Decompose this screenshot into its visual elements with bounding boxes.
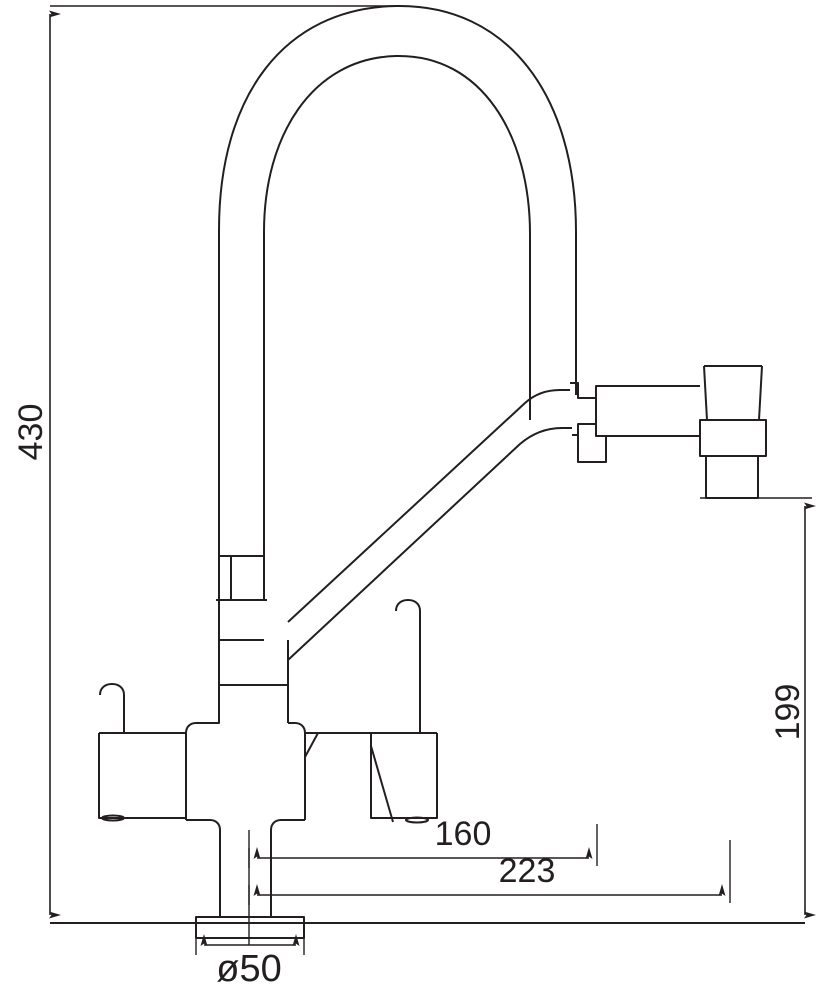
dimension-labels-group: 430 199 160 223 ø50 <box>12 404 807 988</box>
outlet-nozzle-body <box>705 456 759 499</box>
spout-arm-lower-edge <box>287 427 572 661</box>
right-collar-block <box>370 733 438 819</box>
spout-arm-upper-edge <box>287 389 570 623</box>
left-lever-handle <box>99 683 125 733</box>
dimension-label-outlet-height: 199 <box>769 684 807 741</box>
dimension-label-reach-223: 223 <box>499 852 556 890</box>
spout-hinge-block <box>577 434 607 463</box>
faucet-outline-group <box>50 4 805 939</box>
outlet-taper-right <box>758 365 763 421</box>
dimension-label-overall-height: 430 <box>12 404 50 461</box>
body-upper-left-shoulder <box>196 640 220 724</box>
gooseneck-inner-curve <box>263 54 531 600</box>
right-lever-handle <box>395 599 421 733</box>
gooseneck-base-sleeve <box>218 600 264 641</box>
dimension-label-reach-160: 160 <box>435 815 492 853</box>
dimension-lines-group <box>49 5 816 955</box>
right-collar-cap <box>405 816 429 824</box>
gooseneck-outer-curve <box>218 4 577 600</box>
gooseneck-collar-sides <box>230 556 265 600</box>
dimension-label-base-diameter: ø50 <box>216 948 281 988</box>
right-collar-bevel <box>370 745 394 823</box>
mounting-base-plate <box>195 916 305 939</box>
spout-hinge-top <box>570 382 700 399</box>
body-right-flank <box>288 722 306 820</box>
stem-right-edge <box>270 819 305 917</box>
body-left-flank <box>185 722 197 820</box>
left-collar-cap <box>101 814 125 822</box>
outlet-taper-left <box>703 365 708 421</box>
right-shoulder-bevel <box>304 732 319 758</box>
outlet-band <box>699 419 767 457</box>
stem-left-edge <box>186 819 221 917</box>
spout-hinge-bottom <box>572 423 700 437</box>
left-collar-block <box>98 733 186 819</box>
